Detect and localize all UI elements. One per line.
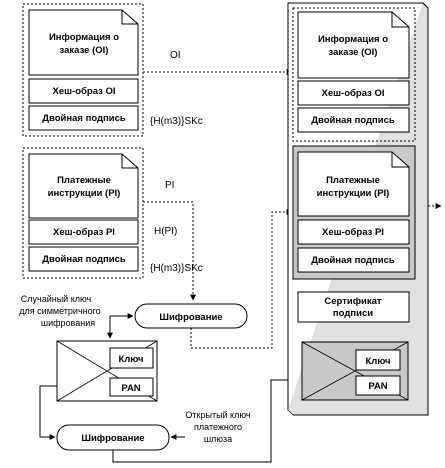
encrypt-label-1: Шифрование — [159, 312, 222, 323]
envelope-left: Ключ PAN — [56, 340, 158, 402]
right-oi-doc-line1: Информация о — [318, 34, 388, 45]
arrow-encrypt-to-right — [190, 209, 293, 349]
right-panel: Информация о заказе (OI) Хеш-образ OI Дв… — [287, 2, 429, 416]
left-oi-doc-line1: Информация о — [49, 32, 119, 43]
arrow-pi-to-encrypt — [143, 201, 196, 301]
left-oi-hash: Хеш-образ OI — [53, 86, 116, 97]
left-oi-group: Информация о заказе (OI) Хеш-образ OI Дв… — [22, 3, 144, 137]
arrow-encrypt2-to-right — [112, 377, 303, 463]
env-left-key: Ключ — [118, 354, 143, 365]
right-pi-doc-line1: Платежные — [326, 175, 380, 186]
left-pi-doc-line1: Платежные — [57, 175, 111, 186]
gateway-key-line2: платежного — [194, 422, 242, 432]
right-pi-signature: Двойная подпись — [311, 255, 395, 266]
env-left-pan: PAN — [121, 383, 140, 394]
left-pi-signature: Двойная подпись — [42, 254, 126, 265]
label-pi: PI — [165, 180, 174, 191]
right-oi-doc-line2: заказе (OI) — [329, 47, 378, 58]
right-pi-hash: Хеш-образ PI — [322, 227, 384, 238]
right-cert-line1: Сертификат — [324, 296, 382, 307]
encrypt-label-2: Шифрование — [81, 433, 144, 444]
left-oi-signature: Двойная подпись — [42, 113, 126, 124]
right-oi-hash: Хеш-образ OI — [322, 88, 385, 99]
label-hpi: H(PI) — [154, 226, 177, 237]
left-oi-doc-line2: заказе (OI) — [60, 45, 109, 56]
right-cert-line2: подписи — [333, 308, 373, 319]
random-key-line3: шифрования — [41, 318, 95, 328]
left-pi-hash: Хеш-образ PI — [53, 227, 115, 238]
random-key-line2: для симметричного — [19, 306, 100, 316]
left-pi-doc-line2: инструкции (PI) — [48, 188, 121, 199]
right-env-pan: PAN — [368, 381, 387, 392]
right-pi-doc-line2: инструкции (PI) — [317, 188, 390, 199]
gateway-key-line3: шлюза — [204, 434, 232, 444]
pi-document-icon — [28, 153, 139, 219]
gateway-key-line1: Открытый ключ — [185, 410, 250, 420]
label-hsk-2: {H(m3)}SKc — [150, 263, 203, 274]
left-pi-group: Платежные инструкции (PI) Хеш-образ PI Д… — [22, 147, 144, 279]
right-oi-signature: Двойная подпись — [311, 115, 395, 126]
label-hsk-1: {H(m3)}SKc — [150, 116, 203, 127]
oi-document-icon — [28, 9, 139, 76]
right-env-key: Ключ — [365, 356, 390, 367]
random-key-line1: Случайный ключ — [21, 294, 92, 304]
label-oi: OI — [170, 50, 181, 61]
